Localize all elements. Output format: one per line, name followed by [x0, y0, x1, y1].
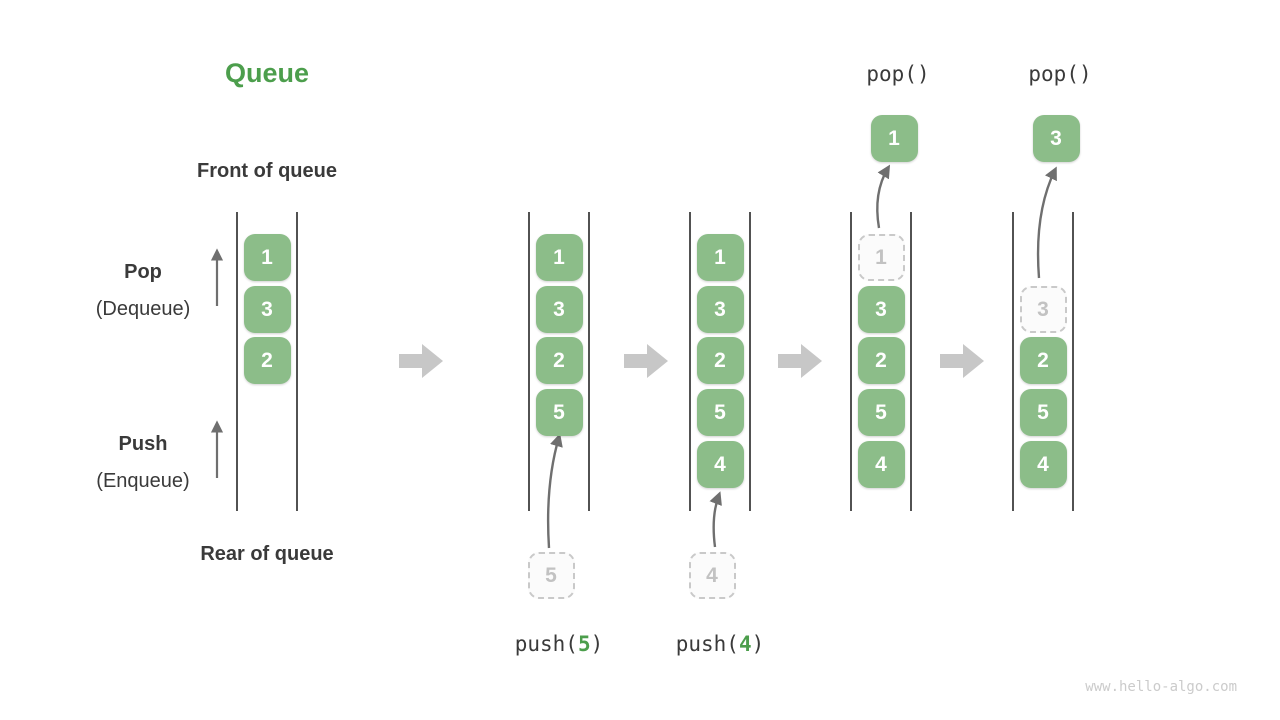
- push-pending-box: 4: [688, 552, 736, 599]
- push-operation-label: push(5): [514, 632, 604, 656]
- queue-item: 3: [243, 286, 291, 333]
- push-arrow: [546, 433, 563, 549]
- push-pending-box: 5: [527, 552, 575, 599]
- queue-item: 2: [535, 337, 583, 384]
- queue-item: 2: [1019, 337, 1067, 384]
- pop-operation-label: pop(): [866, 62, 930, 86]
- front-of-queue-label: Front of queue: [197, 160, 337, 182]
- queue-item: 5: [696, 389, 744, 436]
- push-argument: 4: [738, 632, 752, 656]
- popped-item-box: 3: [1032, 115, 1080, 162]
- queue-item: 3: [857, 286, 905, 333]
- page-title: Queue: [224, 58, 310, 88]
- queue-item: 4: [1019, 441, 1067, 488]
- push-argument: 5: [577, 632, 591, 656]
- pop-operation-label: pop(): [1028, 62, 1092, 86]
- queue-item: 2: [696, 337, 744, 384]
- dequeue-label: (Dequeue): [95, 298, 191, 320]
- enqueue-label: (Enqueue): [96, 470, 190, 492]
- queue-item: 4: [857, 441, 905, 488]
- queue-item: 5: [1019, 389, 1067, 436]
- queue-item: 1: [243, 234, 291, 281]
- queue-item: 3: [535, 286, 583, 333]
- queue-item: 1: [535, 234, 583, 281]
- next-state-arrow: [940, 344, 984, 378]
- popped-item-box: 1: [870, 115, 918, 162]
- queue-item-removed: 3: [1019, 286, 1067, 333]
- pop-arrow: [876, 164, 891, 229]
- queue-item: 5: [535, 389, 583, 436]
- push-label: Push: [118, 433, 168, 455]
- next-state-arrow: [778, 344, 822, 378]
- pop-arrow: [1036, 166, 1057, 279]
- queue-item: 1: [696, 234, 744, 281]
- queue-item: 2: [243, 337, 291, 384]
- next-state-arrow: [624, 344, 668, 378]
- push-arrow: [709, 491, 722, 548]
- watermark: www.hello-algo.com: [1085, 679, 1237, 695]
- push-operation-label: push(4): [675, 632, 765, 656]
- queue-item-removed: 1: [857, 234, 905, 281]
- next-state-arrow: [399, 344, 443, 378]
- queue-item: 3: [696, 286, 744, 333]
- rear-of-queue-label: Rear of queue: [200, 543, 334, 565]
- pop-label: Pop: [124, 261, 162, 283]
- queue-item: 2: [857, 337, 905, 384]
- queue-item: 5: [857, 389, 905, 436]
- queue-item: 4: [696, 441, 744, 488]
